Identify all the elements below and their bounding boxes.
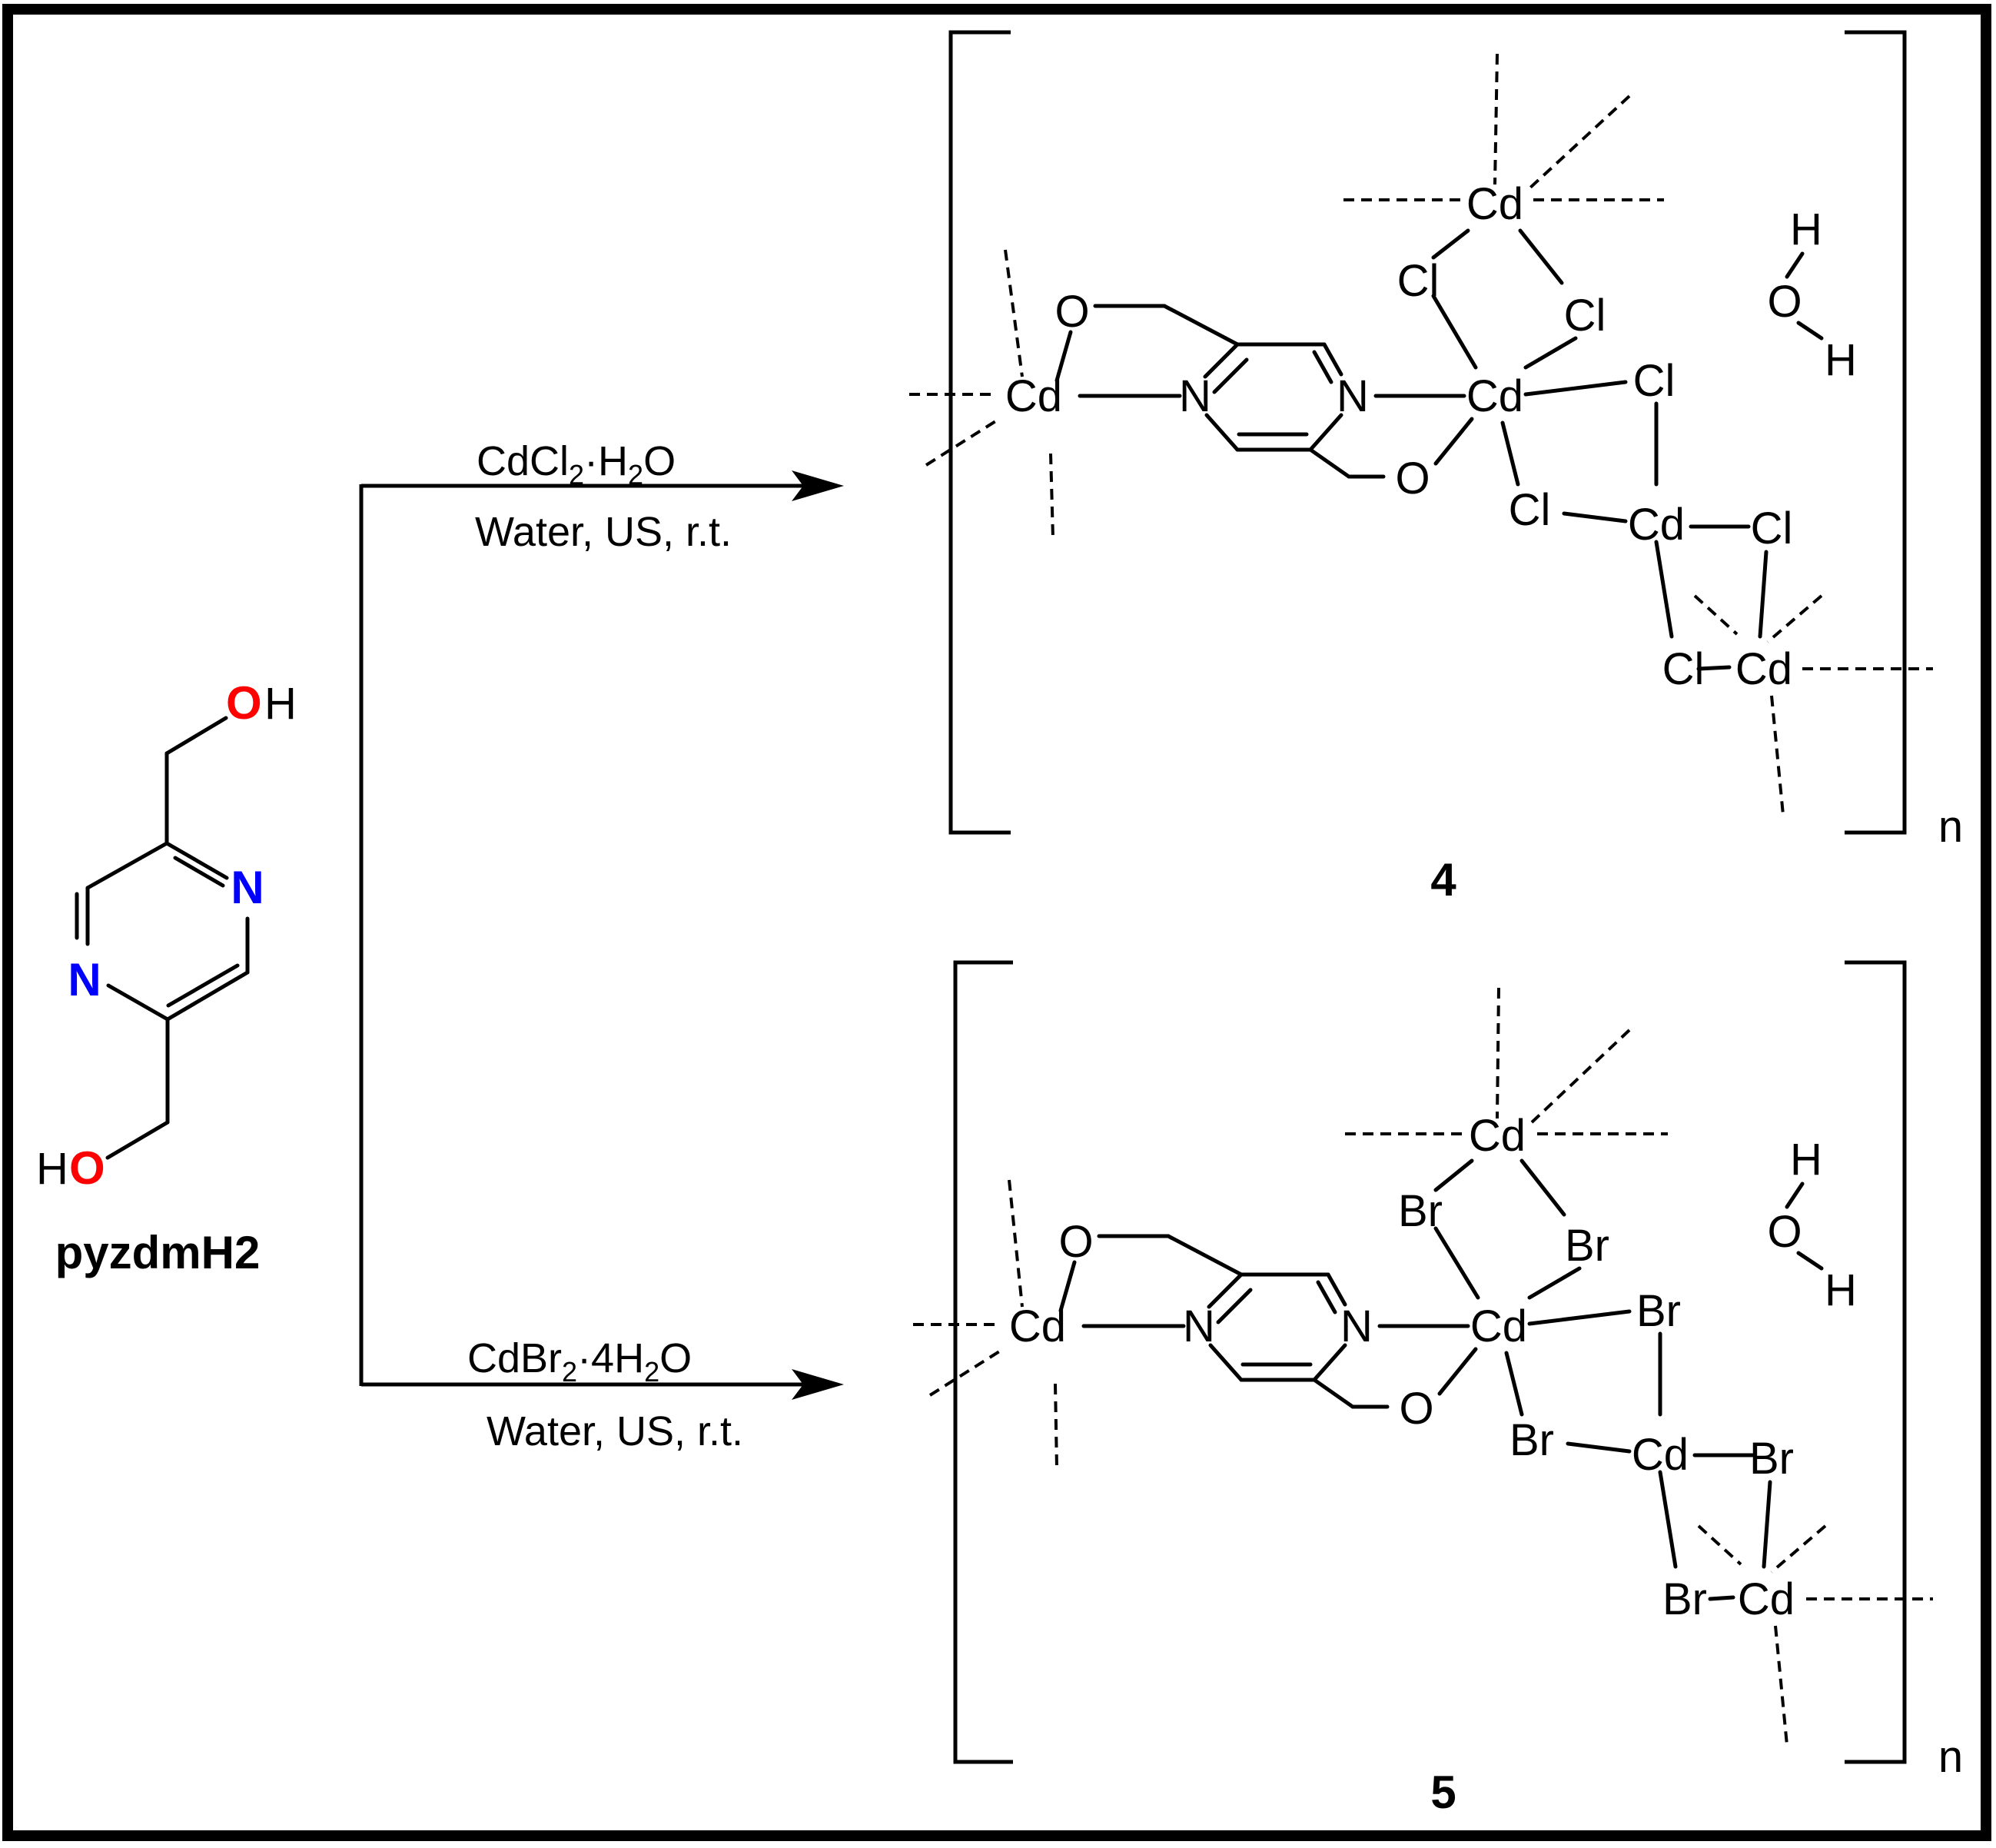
p5-o-top: O xyxy=(1058,1217,1093,1267)
p4-subscript-n: n xyxy=(1938,802,1963,852)
ligand-nitrogen-left: N xyxy=(68,954,101,1005)
p4-water-h-bottom: H xyxy=(1825,335,1857,385)
bracket-right-4 xyxy=(1845,30,1907,835)
p4-halide-3: Cl xyxy=(1633,356,1676,406)
p4-cd-top: Cd xyxy=(1466,179,1523,229)
p5-water-o: O xyxy=(1767,1207,1802,1257)
ligand-name: pyzdmH2 xyxy=(55,1227,261,1278)
p4-halide-1: Cl xyxy=(1397,256,1440,306)
reaction-arrows xyxy=(359,470,844,1400)
p5-halide-6: Br xyxy=(1662,1574,1707,1624)
conditions-bottom: Water, US, r.t. xyxy=(487,1408,743,1454)
reagent-top: CdCl2·H2O xyxy=(477,438,676,490)
p4-water-h-top: H xyxy=(1790,204,1822,254)
ligand-oxygen-top: O xyxy=(226,677,262,729)
ligand-nitrogen-right: N xyxy=(231,862,264,913)
bracket-left-4 xyxy=(948,30,1011,835)
ligand-oxygen-bottom: O xyxy=(69,1142,105,1194)
p5-subscript-n: n xyxy=(1938,1732,1963,1782)
ligand-structure: O H N N H O pyzdmH2 xyxy=(36,677,297,1278)
p4-halide-2: Cl xyxy=(1564,291,1606,341)
p5-cd-left: Cd xyxy=(1009,1301,1066,1351)
bracket-right-5 xyxy=(1845,960,1907,1764)
reagent-bottom: CdBr2·4H2O xyxy=(467,1335,692,1388)
p4-halide-5: Cl xyxy=(1751,504,1793,553)
conditions-top: Water, US, r.t. xyxy=(475,509,732,555)
p4-cd-left: Cd xyxy=(1005,371,1062,421)
p4-o-top: O xyxy=(1054,287,1089,337)
p4-cd-bottom: Cd xyxy=(1735,644,1792,694)
p4-cd-mid: Cd xyxy=(1466,371,1523,421)
ligand-hydrogen-bottom: H xyxy=(36,1144,68,1194)
p5-cd-lower-mid: Cd xyxy=(1632,1430,1689,1480)
p5-cd-bottom: Cd xyxy=(1738,1574,1795,1624)
p5-water-h-bottom: H xyxy=(1825,1265,1857,1315)
p5-cd-mid: Cd xyxy=(1470,1301,1527,1351)
p4-water-o: O xyxy=(1767,277,1802,327)
p4-halide-4: Cl xyxy=(1509,485,1551,535)
p5-halide-4: Br xyxy=(1509,1415,1554,1465)
p4-compound-number: 4 xyxy=(1430,854,1456,906)
product-4-structure: Cd O N N O Cd Cd Cl Cl Cl Cl Cd Cl Cl Cd… xyxy=(909,30,1963,906)
p5-halide-5: Br xyxy=(1749,1434,1794,1484)
p5-n-right: N xyxy=(1340,1301,1373,1351)
product-5-structure: Cd O N N O Cd Cd Br Br Br Br Cd Br Br Cd… xyxy=(913,960,1963,1818)
p5-compound-number: 5 xyxy=(1430,1767,1456,1818)
bracket-left-5 xyxy=(953,960,1013,1764)
p5-cd-top: Cd xyxy=(1469,1111,1526,1161)
p5-halide-3: Br xyxy=(1636,1286,1681,1336)
p5-halide-1: Br xyxy=(1398,1186,1443,1236)
p4-o-bottom: O xyxy=(1395,454,1430,504)
p5-o-bottom: O xyxy=(1399,1384,1433,1434)
p5-n-left: N xyxy=(1183,1301,1215,1351)
ligand-hydrogen-top: H xyxy=(264,679,297,729)
p4-cd-lower-mid: Cd xyxy=(1628,500,1685,550)
p5-halide-2: Br xyxy=(1565,1221,1609,1271)
p5-water-h-top: H xyxy=(1790,1135,1822,1185)
p4-halide-6: Cl xyxy=(1662,644,1705,694)
p4-n-left: N xyxy=(1179,371,1211,421)
p4-n-right: N xyxy=(1337,371,1369,421)
outer-frame xyxy=(2,4,1991,1841)
